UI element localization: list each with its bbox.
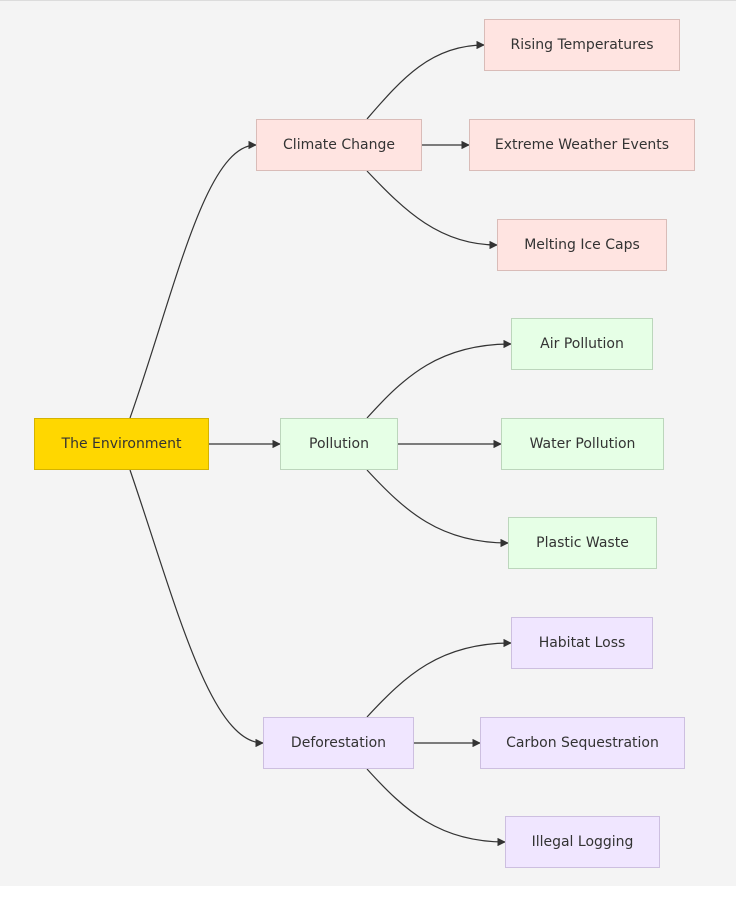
edge-root-climate (129, 140, 257, 419)
node-melting-ice-caps: Melting Ice Caps (497, 219, 667, 271)
node-illegal-logging: Illegal Logging (505, 816, 660, 868)
node-deforestation: Deforestation (263, 717, 414, 769)
edge-deforestation-habitat (366, 638, 512, 718)
edge-climate-melting (366, 170, 498, 250)
node-rising-temperatures: Rising Temperatures (484, 19, 680, 71)
bottom-margin (0, 886, 736, 902)
node-the-environment: The Environment (34, 418, 209, 470)
edge-deforestation-illegal (366, 768, 506, 847)
node-water-pollution: Water Pollution (501, 418, 664, 470)
node-plastic-waste: Plastic Waste (508, 517, 657, 569)
node-carbon-sequestration: Carbon Sequestration (480, 717, 685, 769)
node-climate-change: Climate Change (256, 119, 422, 171)
edge-climate-rising (366, 40, 485, 120)
node-habitat-loss: Habitat Loss (511, 617, 653, 669)
node-air-pollution: Air Pollution (511, 318, 653, 370)
edge-pollution-plastic (366, 469, 509, 548)
edge-root-deforestation (129, 469, 264, 748)
node-extreme-weather-events: Extreme Weather Events (469, 119, 695, 171)
edge-pollution-air (366, 339, 512, 419)
node-pollution: Pollution (280, 418, 398, 470)
